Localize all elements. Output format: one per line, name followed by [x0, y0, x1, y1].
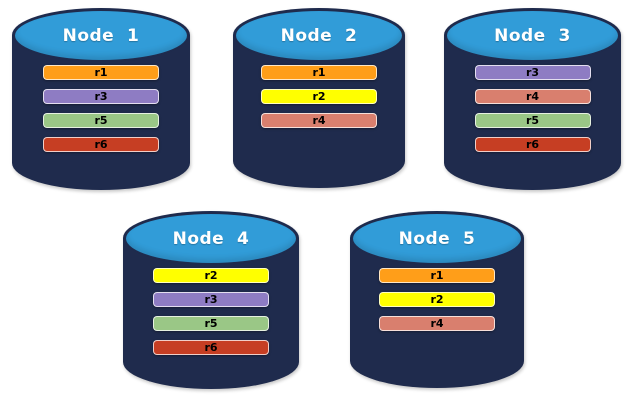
replica-bar: r2 [379, 292, 495, 307]
replica-bar: r4 [379, 316, 495, 331]
replica-bar: r5 [43, 113, 159, 128]
node-3-replica-list: r3 r4 r5 r6 [444, 65, 621, 152]
replica-label: r1 [312, 66, 326, 79]
replica-label: r6 [525, 138, 540, 151]
node-1: Node 1 r1 r3 r5 r6 [12, 8, 190, 190]
replica-bar: r3 [474, 65, 591, 80]
replica-label: r6 [204, 341, 218, 354]
replica-label: r2 [312, 90, 326, 103]
node-2-cylinder-top: Node 2 [234, 9, 404, 62]
replica-label: r3 [94, 90, 108, 103]
replica-label: r1 [94, 66, 108, 79]
node-4-cylinder-top: Node 4 [124, 212, 298, 265]
node-3-cylinder-top: Node 3 [445, 9, 620, 62]
node-3: Node 3 r3 r4 r5 r6 [444, 8, 621, 190]
replica-label: r3 [204, 293, 218, 306]
node-2-title: Node 2 [280, 25, 358, 46]
replica-bar: r6 [43, 137, 159, 152]
replica-bar: r6 [474, 137, 591, 152]
replica-bar: r2 [153, 268, 269, 283]
node-3-title: Node 3 [494, 25, 571, 46]
replica-label: r3 [525, 66, 540, 79]
replica-label: r6 [94, 138, 108, 151]
node-1-cylinder-top: Node 1 [13, 9, 189, 62]
replica-label: r5 [94, 114, 108, 127]
node-4-title: Node 4 [172, 228, 250, 249]
node-4: Node 4 r2 r3 r5 r6 [123, 211, 299, 389]
node-2: Node 2 r1 r2 r4 [233, 8, 405, 188]
replica-bar: r6 [153, 340, 269, 355]
node-2-replica-list: r1 r2 r4 [233, 65, 405, 128]
replica-bar: r1 [43, 65, 159, 80]
node-5-cylinder-top: Node 5 [351, 212, 523, 265]
replica-bar: r1 [379, 268, 495, 283]
node-5-title: Node 5 [398, 228, 476, 249]
replica-bar: r3 [153, 292, 269, 307]
node-1-title: Node 1 [62, 25, 140, 46]
node-5-replica-list: r1 r2 r4 [350, 268, 524, 331]
node-5: Node 5 r1 r2 r4 [350, 211, 524, 388]
replica-label: r4 [525, 90, 540, 103]
replica-label: r4 [312, 114, 326, 127]
replica-bar: r5 [474, 113, 591, 128]
replica-label: r2 [204, 269, 218, 282]
node-4-replica-list: r2 r3 r5 r6 [123, 268, 299, 355]
replica-bar: r4 [474, 89, 591, 104]
node-1-replica-list: r1 r3 r5 r6 [12, 65, 190, 152]
replica-bar: r2 [261, 89, 377, 104]
replica-label: r2 [430, 293, 444, 306]
replica-bar: r5 [153, 316, 269, 331]
replica-label: r4 [430, 317, 444, 330]
replica-label: r5 [525, 114, 540, 127]
replica-bar: r3 [43, 89, 159, 104]
replica-label: r5 [204, 317, 218, 330]
replica-bar: r4 [261, 113, 377, 128]
replica-bar: r1 [261, 65, 377, 80]
replica-label: r1 [430, 269, 444, 282]
